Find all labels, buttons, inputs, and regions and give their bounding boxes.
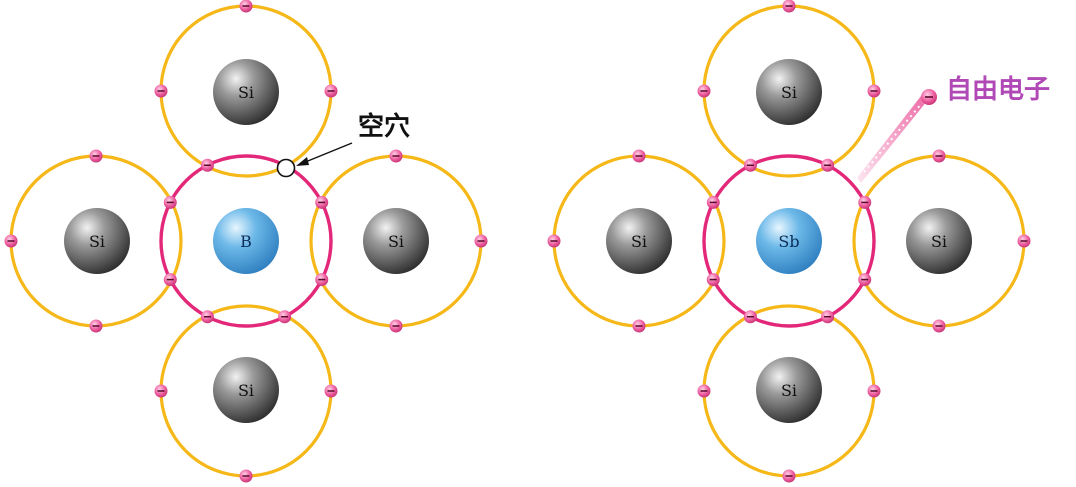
dopant-atom-boron: B <box>213 208 279 274</box>
electron <box>697 84 711 98</box>
electron <box>1017 234 1031 248</box>
center-ring <box>702 154 876 328</box>
electrons <box>4 0 488 483</box>
electron <box>474 234 488 248</box>
electron <box>782 469 796 483</box>
neighbor-atom-right: Si <box>906 208 972 274</box>
center-ring <box>159 154 333 328</box>
bond-electron <box>858 273 872 287</box>
bond-electron <box>200 310 214 324</box>
electron <box>932 319 946 333</box>
bond-electron <box>278 310 292 324</box>
atom-label: Si <box>781 83 797 102</box>
electron <box>154 384 168 398</box>
electron <box>932 149 946 163</box>
atom-label: Si <box>388 232 404 251</box>
free-electron-trail <box>857 96 927 183</box>
atom-label: Sb <box>778 232 799 251</box>
center-ring <box>702 154 876 328</box>
hole-marker <box>276 158 296 178</box>
electron <box>239 0 253 13</box>
electron <box>632 319 646 333</box>
electron <box>154 84 168 98</box>
electron <box>324 384 338 398</box>
bond-electron <box>706 273 720 287</box>
arrowhead-icon <box>296 157 309 166</box>
free-electron-icon <box>921 89 937 105</box>
electron <box>89 319 103 333</box>
left-lattice: 空穴 Si Si Si Si B <box>4 0 488 483</box>
electron <box>782 0 796 13</box>
electron <box>547 234 561 248</box>
neighbor-atom-right: Si <box>363 208 429 274</box>
bond-electron <box>315 195 329 209</box>
neighbor-atom-bottom: Si <box>756 357 822 423</box>
atom-label: Si <box>89 232 105 251</box>
bond-electron <box>200 158 214 172</box>
neighbor-atom-left: Si <box>64 208 130 274</box>
electron <box>4 234 18 248</box>
electron <box>239 469 253 483</box>
electron <box>89 149 103 163</box>
bond-electron <box>743 310 757 324</box>
atom-label: Si <box>238 381 254 400</box>
atoms: Si Si Si Si Sb <box>606 59 972 423</box>
electron <box>389 149 403 163</box>
bond-electron <box>858 195 872 209</box>
bond-electron <box>821 158 835 172</box>
bond-electron <box>163 195 177 209</box>
bond-electron <box>706 195 720 209</box>
electrons <box>547 0 1031 483</box>
atom-label: Si <box>931 232 947 251</box>
neighbor-atom-top: Si <box>213 59 279 125</box>
atom-label: Si <box>781 381 797 400</box>
dopant-atom-antimony: Sb <box>756 208 822 274</box>
neighbor-atom-left: Si <box>606 208 672 274</box>
bond-electron <box>821 310 835 324</box>
bond-electron <box>315 273 329 287</box>
atoms: Si Si Si Si B <box>64 59 429 423</box>
neighbor-atom-bottom: Si <box>213 357 279 423</box>
electron <box>867 84 881 98</box>
atom-label: B <box>240 232 252 251</box>
free-electron-label: 自由电子 <box>946 74 1050 105</box>
hole-label: 空穴 <box>358 111 410 142</box>
atom-label: Si <box>631 232 647 251</box>
atom-label: Si <box>238 83 254 102</box>
electron <box>632 149 646 163</box>
bond-electron <box>163 273 177 287</box>
electron <box>324 84 338 98</box>
electron <box>867 384 881 398</box>
center-ring <box>159 154 333 328</box>
right-lattice: 自由电子 Si Si Si Si Sb <box>547 0 1050 483</box>
electron <box>697 384 711 398</box>
electron <box>389 319 403 333</box>
neighbor-atom-top: Si <box>756 59 822 125</box>
bond-electron <box>743 158 757 172</box>
